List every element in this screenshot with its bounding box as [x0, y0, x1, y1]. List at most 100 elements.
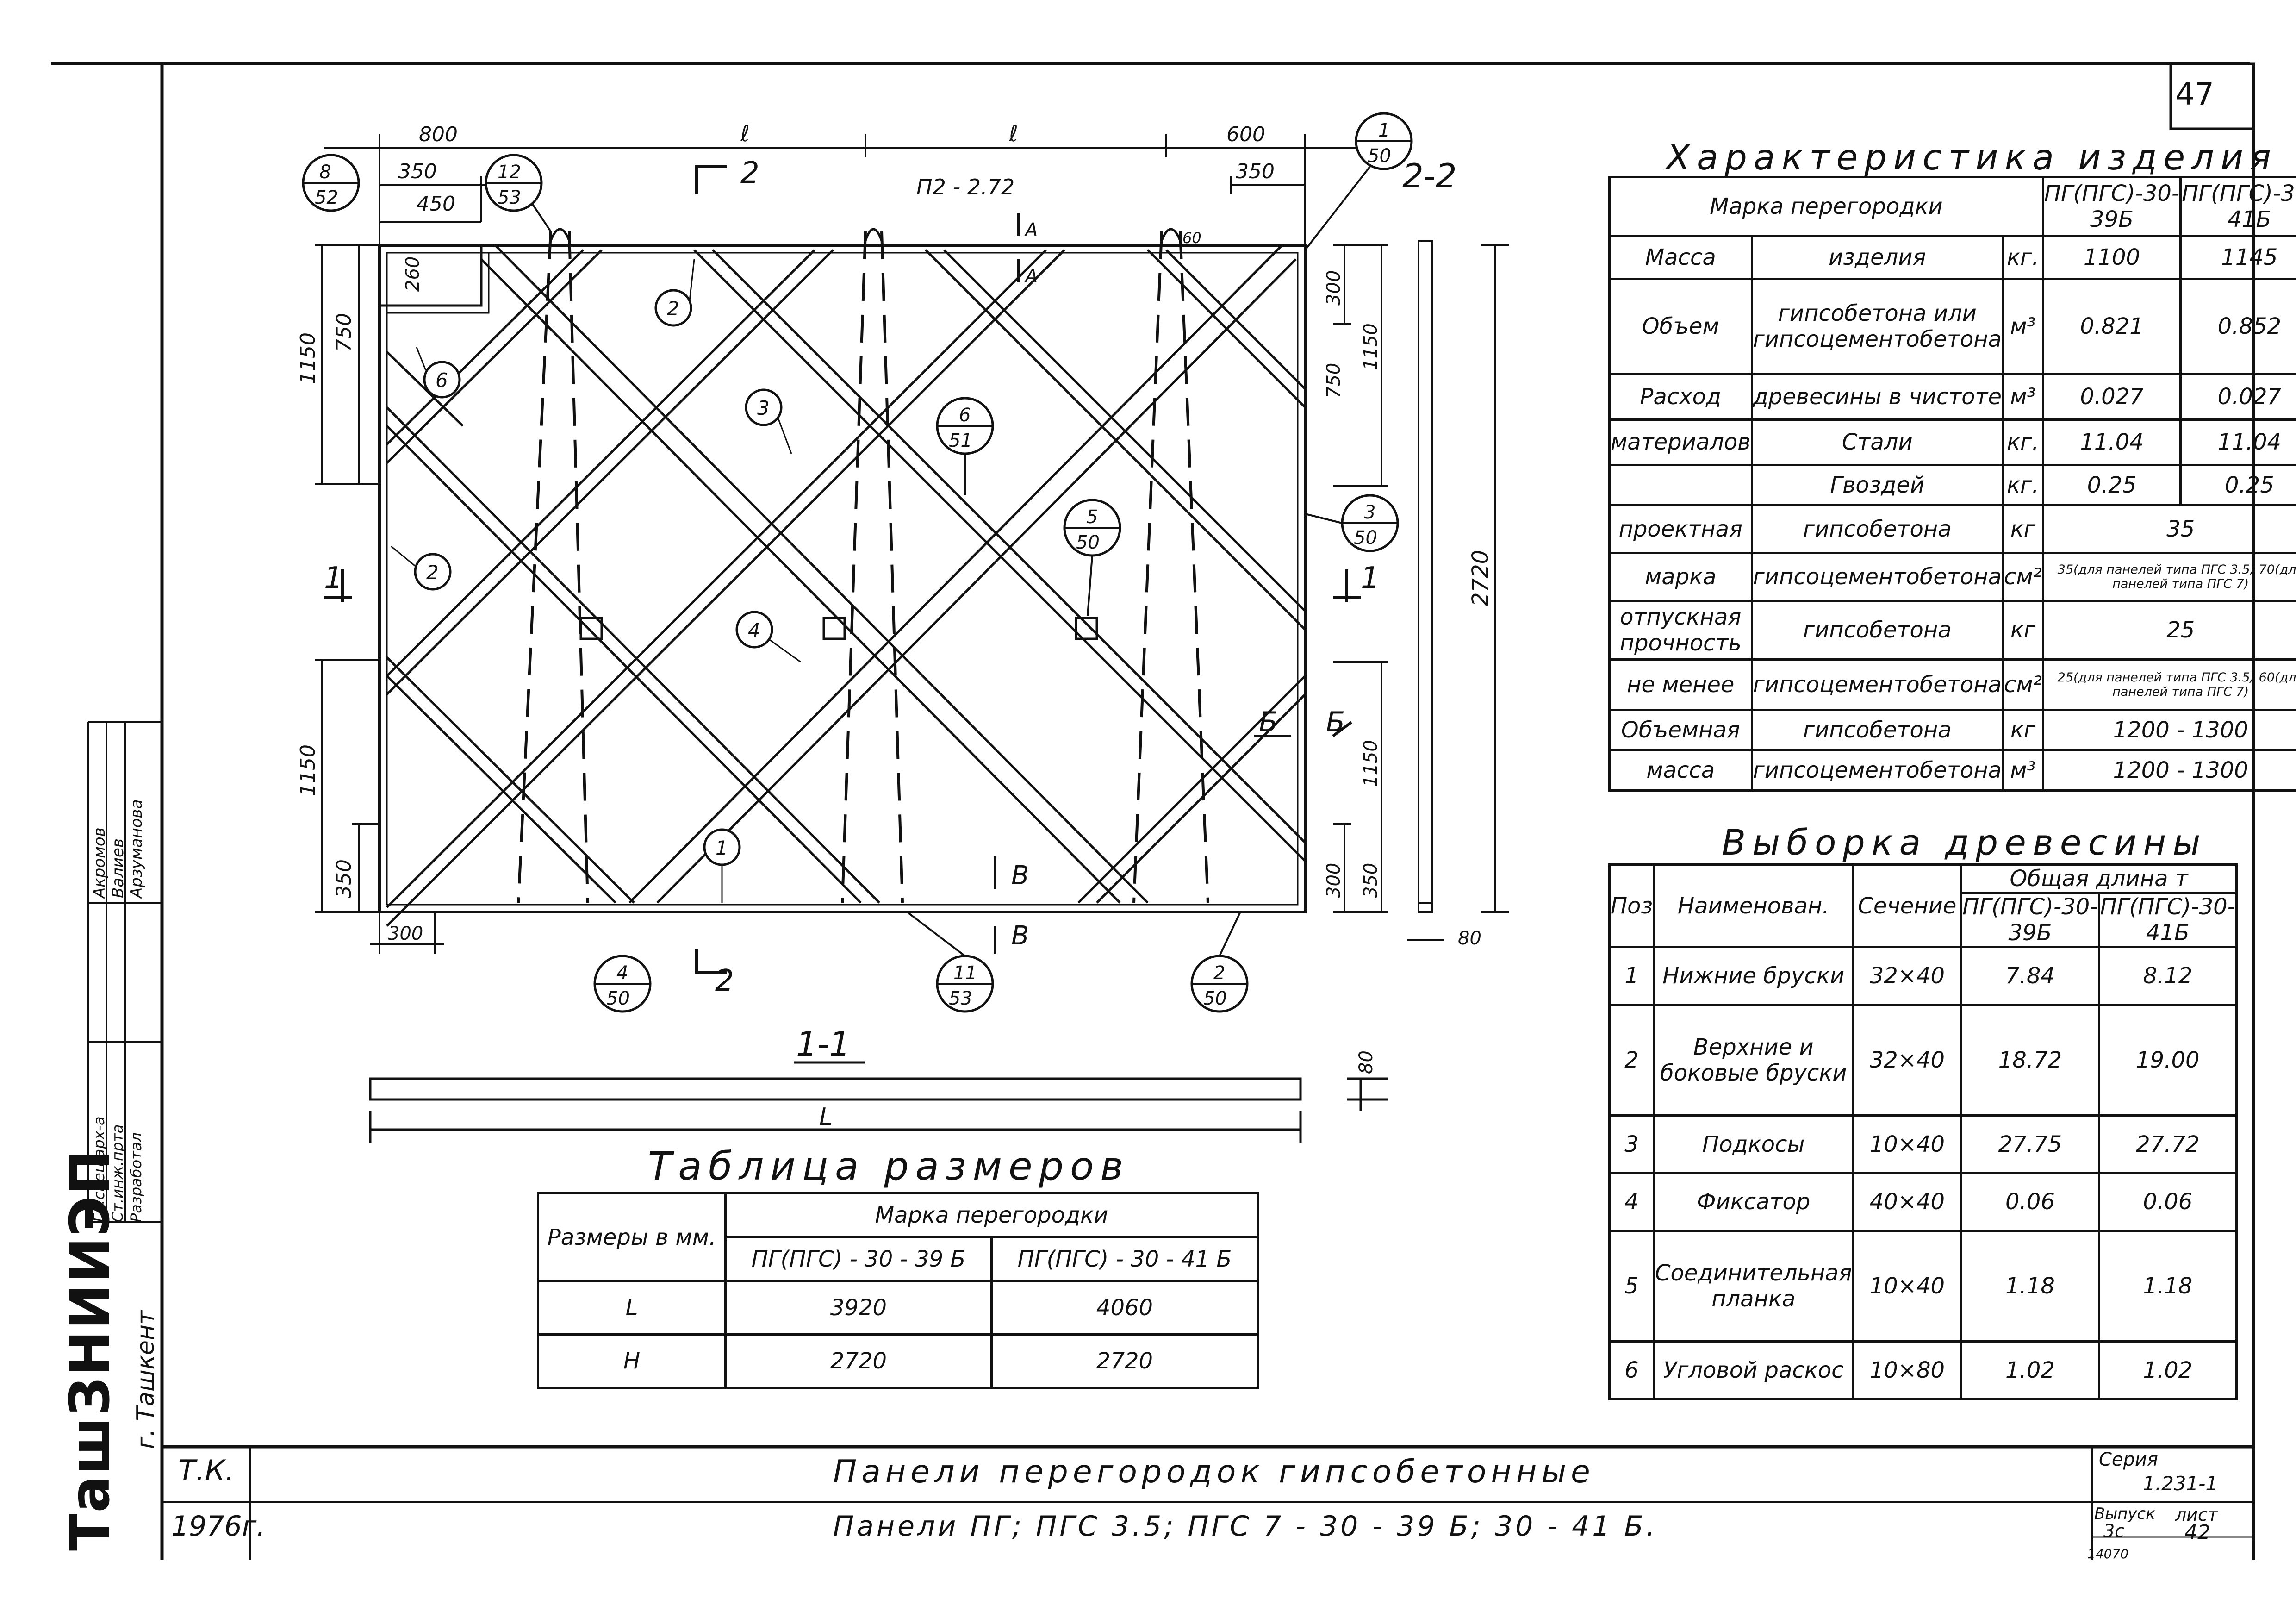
dim-800: 800 — [419, 123, 458, 146]
stamp-role-2: Ст.инж.прта — [109, 1124, 126, 1222]
wood-name: Подкосы — [1652, 1114, 1854, 1174]
wood-section: 32×40 — [1852, 1003, 1963, 1117]
char-header-mark: Марка перегородки — [1608, 175, 2044, 237]
title-block-tk: Т.К. — [178, 1454, 235, 1487]
section-1-1-length: L — [819, 1103, 833, 1131]
char-value: 11.04 — [2041, 418, 2182, 466]
ref-6-sheet: 51 — [949, 430, 972, 451]
dim-450: 450 — [417, 192, 455, 216]
wood-table: Поз Наименован. Сечение Общая длина т ПГ… — [1608, 863, 2238, 1400]
char-value: 11.04 — [2179, 418, 2296, 466]
sizes-cell: 2720 — [990, 1333, 1259, 1389]
ref-8-num: 8 — [319, 162, 331, 183]
char-name: Стали — [1750, 418, 2004, 466]
wood-value: 1.02 — [2097, 1340, 2238, 1400]
characteristics-table: Марка перегородки ПГ(ПГС)-30-39Б ПГ(ПГС)… — [1608, 175, 2296, 792]
wood-header-pos: Поз — [1608, 863, 1655, 948]
dim-right-1150: 1150 — [1360, 323, 1381, 370]
item-top-label: П2 - 2.72 — [916, 175, 1014, 200]
dim-right-300: 300 — [1323, 270, 1344, 306]
section-1-1-dim: 80 — [1356, 1050, 1377, 1074]
wood-name: Нижние бруски — [1652, 946, 1854, 1006]
char-group: Масса — [1608, 235, 1753, 280]
wood-header-total: Общая длина т — [1960, 863, 2238, 894]
sizes-header-mark: Марка перегородки — [724, 1192, 1259, 1238]
wood-name: Верхние и боковые бруски — [1652, 1003, 1854, 1117]
cut-1-left: 1 — [324, 561, 343, 595]
sheet-number: 47 — [2175, 76, 2214, 112]
title-block-title-1: Панели перегородок гипсобетонные — [833, 1454, 1595, 1490]
char-value: 0.821 — [2041, 277, 2182, 376]
title-block-code: 14070 — [2087, 1546, 2129, 1562]
char-group: Расход — [1608, 373, 1753, 421]
char-value: 35(для панелей типа ПГС 3.5) 70(для пане… — [2041, 551, 2296, 602]
title-block-issue-label: Выпуск — [2094, 1505, 2155, 1523]
ref-5-num: 5 — [1086, 506, 1098, 528]
char-mark-2: ПГ(ПГС)-30-41Б — [2179, 175, 2296, 237]
char-name: древесины в чистоте — [1750, 373, 2004, 421]
ref-11-sheet: 53 — [949, 988, 972, 1009]
dim-right-1150b: 1150 — [1360, 740, 1381, 787]
ref-3-num: 3 — [1364, 502, 1375, 523]
cut-b-right: Б — [1326, 706, 1345, 738]
ref-11-num: 11 — [953, 962, 977, 984]
ref-2-num: 2 — [1213, 962, 1225, 984]
char-group: марка — [1608, 551, 1753, 602]
dim-350-right: 350 — [1236, 160, 1275, 183]
dim-left-750: 750 — [332, 313, 356, 352]
dim-right-60: 60 — [1182, 229, 1201, 247]
char-value: 25 — [2041, 600, 2296, 661]
char-group: Объем — [1608, 277, 1753, 376]
cut-a-top: A — [1024, 219, 1038, 241]
wood-section: 10×40 — [1852, 1230, 1963, 1343]
dim-bottom-300: 300 — [388, 923, 423, 944]
title-block-series: 1.231-1 — [2143, 1472, 2218, 1495]
char-unit: кг. — [2002, 418, 2044, 466]
wood-pos: 1 — [1608, 946, 1655, 1006]
dim-350: 350 — [398, 160, 437, 183]
sizes-row-label: H — [537, 1333, 727, 1389]
dim-right-350: 350 — [1360, 863, 1381, 898]
stamp-name-2: Валиев — [109, 838, 127, 898]
char-value: 0.852 — [2179, 277, 2296, 376]
char-value: 0.027 — [2041, 373, 2182, 421]
stamp-role-3: Разработал — [127, 1132, 145, 1222]
wood-value: 0.06 — [2097, 1172, 2238, 1232]
sizes-row-label: L — [537, 1280, 727, 1336]
char-name: гипсоцементобетона — [1750, 551, 2004, 602]
callout-2-left: 2 — [426, 561, 439, 584]
char-unit: кг. — [2002, 463, 2044, 506]
char-group: не менее — [1608, 658, 1753, 712]
org-stamp: ТашЗНИИЭП — [58, 1149, 122, 1551]
cut-1-right: 1 — [1361, 561, 1380, 595]
cut-b-top: B — [1011, 861, 1029, 891]
section-mark-top: 2 — [740, 156, 759, 190]
char-unit: м³ — [2002, 373, 2044, 421]
callout-1: 1 — [716, 837, 728, 859]
ref-1-num: 1 — [1378, 120, 1390, 141]
ref-12-num: 12 — [498, 162, 521, 183]
char-name: гипсобетона или гипсоцементобетона — [1750, 277, 2004, 376]
ref-6-num: 6 — [959, 405, 971, 426]
callout-4: 4 — [748, 619, 760, 642]
wood-pos: 5 — [1608, 1230, 1655, 1343]
char-value: 35 — [2041, 504, 2296, 554]
dim-600: 600 — [1226, 123, 1265, 146]
title-block-sheet-label: лист — [2175, 1505, 2218, 1525]
wood-value: 27.75 — [1960, 1114, 2100, 1174]
wood-section: 10×40 — [1852, 1114, 1963, 1174]
ref-4-num: 4 — [616, 962, 628, 984]
wood-mark-2: ПГ(ПГС)-30-41Б — [2097, 892, 2238, 948]
cut-b-bottom: B — [1011, 921, 1029, 951]
char-value: 0.25 — [2041, 463, 2182, 506]
char-value: 1100 — [2041, 235, 2182, 280]
char-group: Объемная — [1608, 709, 1753, 751]
section-1-1-label: 1-1 — [796, 1024, 851, 1063]
ref-3-sheet: 50 — [1354, 527, 1377, 549]
char-unit: м³ — [2002, 749, 2044, 792]
char-unit: см² — [2002, 658, 2044, 712]
wood-value: 0.06 — [1960, 1172, 2100, 1232]
stamp-name-1: Акромов — [90, 827, 109, 898]
callout-6: 6 — [436, 369, 448, 392]
